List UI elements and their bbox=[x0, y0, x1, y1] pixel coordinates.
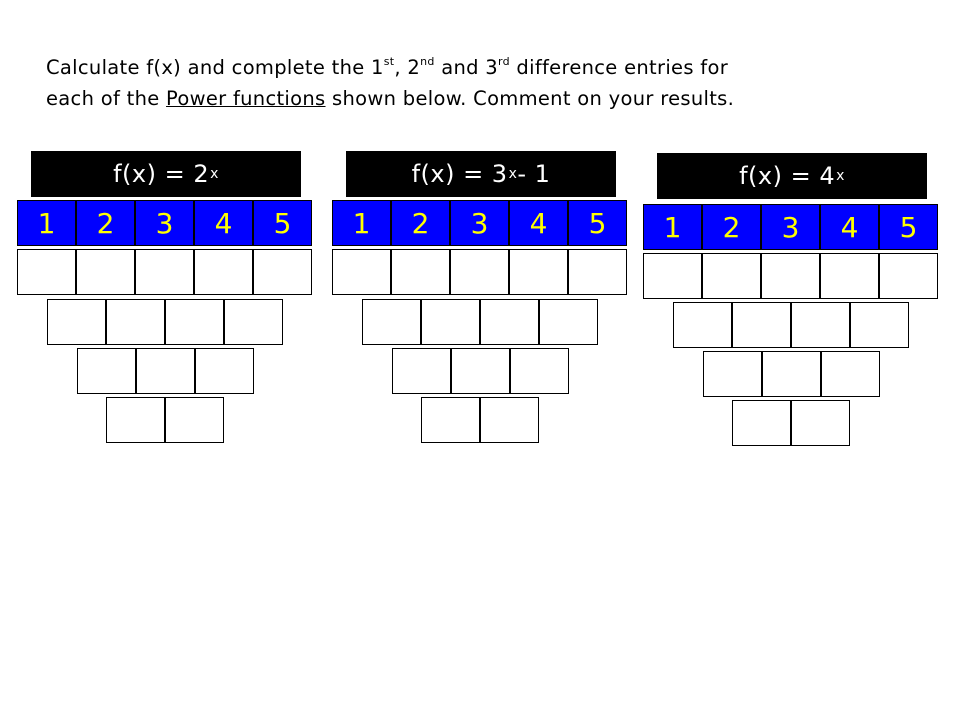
instr-text: shown below. Comment on your results. bbox=[325, 87, 735, 110]
first-difference-input[interactable] bbox=[47, 299, 106, 345]
x-value-cell: 1 bbox=[643, 204, 702, 250]
instr-text: Calculate f(x) and complete the 1 bbox=[46, 56, 384, 79]
power-functions-text: Power functions bbox=[166, 87, 326, 110]
fx-value-input[interactable] bbox=[879, 253, 938, 299]
x-value-cell: 2 bbox=[76, 200, 135, 246]
first-difference-input[interactable] bbox=[850, 302, 909, 348]
third-difference-input[interactable] bbox=[106, 397, 165, 443]
x-value: 3 bbox=[470, 206, 489, 240]
x-value-cell: 5 bbox=[879, 204, 938, 250]
x-value-cell: 4 bbox=[820, 204, 879, 250]
x-value: 3 bbox=[155, 206, 174, 240]
x-value-cell: 3 bbox=[761, 204, 820, 250]
third-difference-input[interactable] bbox=[421, 397, 480, 443]
x-value-cell: 4 bbox=[509, 200, 568, 246]
fx-value-input[interactable] bbox=[761, 253, 820, 299]
fx-value-input[interactable] bbox=[17, 249, 76, 295]
instr-superscript: st bbox=[383, 55, 395, 68]
second-difference-input[interactable] bbox=[77, 348, 136, 394]
second-difference-input[interactable] bbox=[703, 351, 762, 397]
x-value: 5 bbox=[273, 206, 292, 240]
x-value: 4 bbox=[214, 206, 233, 240]
first-difference-input[interactable] bbox=[224, 299, 283, 345]
fx-value-input[interactable] bbox=[643, 253, 702, 299]
second-difference-input[interactable] bbox=[821, 351, 880, 397]
fx-value-input[interactable] bbox=[332, 249, 391, 295]
third-difference-input[interactable] bbox=[732, 400, 791, 446]
instr-text: , 2 bbox=[394, 56, 421, 79]
third-difference-input[interactable] bbox=[165, 397, 224, 443]
first-difference-input[interactable] bbox=[421, 299, 480, 345]
x-value: 2 bbox=[96, 206, 115, 240]
first-difference-input[interactable] bbox=[165, 299, 224, 345]
instr-superscript: nd bbox=[420, 55, 435, 68]
x-value: 2 bbox=[411, 206, 430, 240]
instr-text: each of the bbox=[46, 87, 167, 110]
first-difference-input[interactable] bbox=[539, 299, 598, 345]
fx-value-input[interactable] bbox=[76, 249, 135, 295]
third-difference-input[interactable] bbox=[480, 397, 539, 443]
x-value-cell: 5 bbox=[568, 200, 627, 246]
first-difference-input[interactable] bbox=[732, 302, 791, 348]
fx-value-input[interactable] bbox=[135, 249, 194, 295]
x-value: 5 bbox=[899, 210, 918, 244]
x-value: 4 bbox=[529, 206, 548, 240]
instr-text: difference entries for bbox=[509, 56, 729, 79]
function-title-base: f(x) = 3 bbox=[411, 160, 508, 188]
second-difference-input[interactable] bbox=[451, 348, 510, 394]
x-value: 3 bbox=[781, 210, 800, 244]
x-value: 2 bbox=[722, 210, 741, 244]
second-difference-input[interactable] bbox=[392, 348, 451, 394]
x-value: 5 bbox=[588, 206, 607, 240]
first-difference-input[interactable] bbox=[673, 302, 732, 348]
first-difference-input[interactable] bbox=[791, 302, 850, 348]
first-difference-input[interactable] bbox=[480, 299, 539, 345]
x-value-cell: 3 bbox=[450, 200, 509, 246]
second-difference-input[interactable] bbox=[136, 348, 195, 394]
instructions: Calculate f(x) and complete the 1st, 2nd… bbox=[46, 52, 936, 114]
fx-value-input[interactable] bbox=[509, 249, 568, 295]
fx-value-input[interactable] bbox=[391, 249, 450, 295]
function-title-base: f(x) = 2 bbox=[113, 160, 210, 188]
x-value-cell: 5 bbox=[253, 200, 312, 246]
fx-value-input[interactable] bbox=[253, 249, 312, 295]
instr-text: and 3 bbox=[434, 56, 498, 79]
x-value-cell: 1 bbox=[332, 200, 391, 246]
first-difference-input[interactable] bbox=[106, 299, 165, 345]
x-value-cell: 1 bbox=[17, 200, 76, 246]
second-difference-input[interactable] bbox=[195, 348, 254, 394]
fx-value-input[interactable] bbox=[702, 253, 761, 299]
x-value: 1 bbox=[37, 206, 56, 240]
x-value-cell: 4 bbox=[194, 200, 253, 246]
x-value-cell: 2 bbox=[702, 204, 761, 250]
x-value: 1 bbox=[352, 206, 371, 240]
third-difference-input[interactable] bbox=[791, 400, 850, 446]
second-difference-input[interactable] bbox=[510, 348, 569, 394]
x-value: 1 bbox=[663, 210, 682, 244]
first-difference-input[interactable] bbox=[362, 299, 421, 345]
fx-value-input[interactable] bbox=[568, 249, 627, 295]
x-value-cell: 2 bbox=[391, 200, 450, 246]
second-difference-input[interactable] bbox=[762, 351, 821, 397]
fx-value-input[interactable] bbox=[450, 249, 509, 295]
fx-value-input[interactable] bbox=[820, 253, 879, 299]
instr-superscript: rd bbox=[498, 55, 510, 68]
function-title-base: f(x) = 4 bbox=[739, 162, 836, 190]
x-value-cell: 3 bbox=[135, 200, 194, 246]
function-title-tail: - 1 bbox=[517, 160, 551, 188]
x-value: 4 bbox=[840, 210, 859, 244]
fx-value-input[interactable] bbox=[194, 249, 253, 295]
